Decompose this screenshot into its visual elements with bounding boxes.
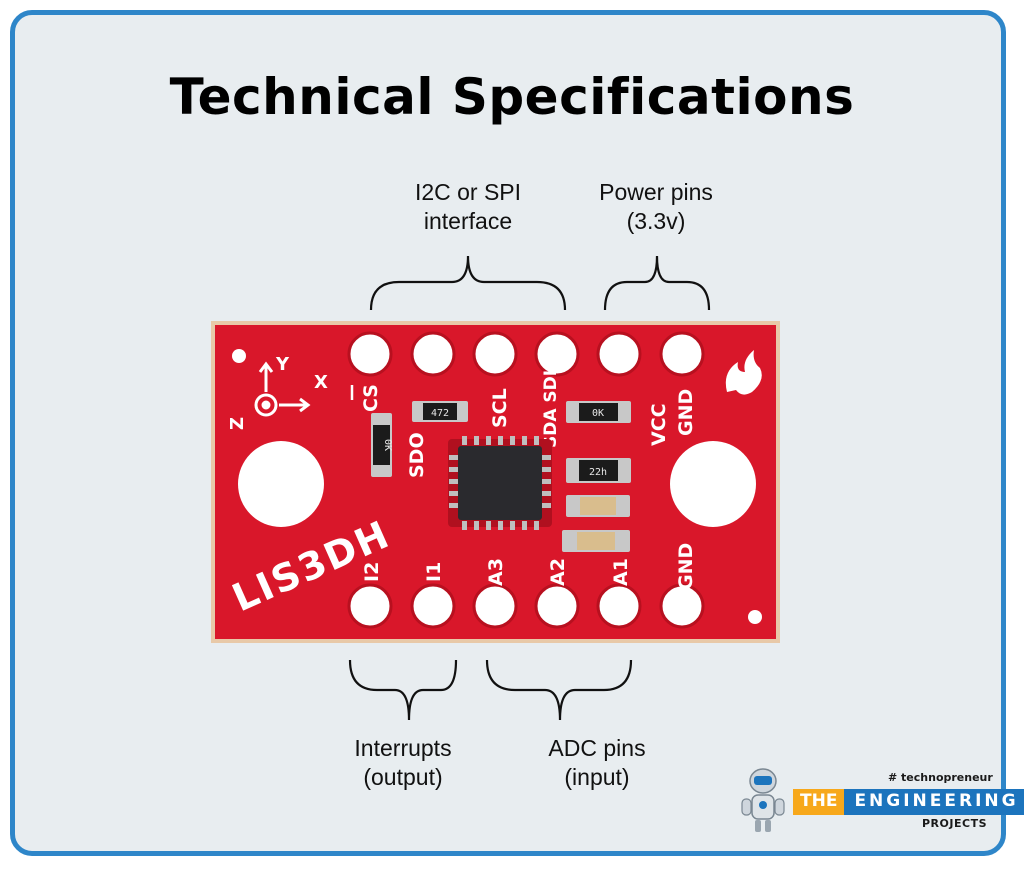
interrupts-label-line2: (output) [363, 764, 443, 790]
silk-label-a3: A3 [485, 558, 507, 586]
adc-pins-label: ADC pins (input) [497, 734, 697, 792]
adc-pins-label-line2: (input) [564, 764, 630, 790]
page-title: Technical Specifications [169, 68, 855, 126]
brand-hashtag: # technopreneur [888, 771, 993, 784]
svg-text:22h: 22h [589, 467, 607, 478]
silk-label-i2: I2 [361, 562, 383, 582]
mounting-hole-left [238, 441, 324, 527]
interrupts-label: Interrupts (output) [303, 734, 503, 792]
silk-label-sda-sdi: SDA SDI [541, 370, 561, 448]
silk-label-a1: A1 [610, 558, 632, 586]
resistor-22h: 22h [566, 458, 631, 483]
pad-a1 [596, 583, 642, 629]
interrupts-label-line1: Interrupts [354, 735, 452, 761]
resistor-0k-left: 0K [371, 413, 393, 477]
axis-z-label: Z [227, 417, 248, 430]
i2c-spi-brace [369, 255, 567, 311]
interrupts-brace [348, 659, 458, 721]
adc-brace [485, 659, 633, 721]
pad-scl [472, 331, 518, 377]
silk-label-sdo: SDO [406, 432, 428, 478]
bottom-pin-pads [347, 583, 705, 629]
i2c-spi-label-line2: interface [423, 208, 513, 234]
resistor-472: 472 [412, 401, 468, 422]
i2c-spi-label: I2C or SPI interface [368, 178, 568, 236]
pad-vcc [596, 331, 642, 377]
corner-dot-bottom-right [748, 610, 762, 624]
silk-label-gnd-top: GND [675, 389, 697, 436]
axis-y-label: Y [275, 354, 290, 375]
pad-gnd-bottom [659, 583, 705, 629]
brand-wordmark: THE ENGINEERING [793, 789, 1024, 815]
silk-label-cs: CS [360, 384, 382, 412]
power-pins-label-line1: Power pins [599, 179, 713, 205]
silk-label-gnd-bottom: GND [675, 543, 697, 590]
lis3dh-chip [448, 436, 552, 530]
svg-text:472: 472 [431, 408, 449, 419]
power-brace [603, 255, 711, 311]
capacitor-2 [562, 530, 630, 552]
axis-x-label: X [314, 372, 328, 393]
silk-label-a2: A2 [547, 558, 569, 586]
power-pins-label-line2: (3.3v) [626, 208, 686, 234]
resistor-0k-right: 0K [566, 401, 631, 423]
pad-cs [347, 331, 393, 377]
brand-the: THE [793, 789, 845, 815]
mounting-hole-right [670, 441, 756, 527]
pad-a2 [534, 583, 580, 629]
power-pins-label: Power pins (3.3v) [556, 178, 756, 236]
i2c-spi-label-line1: I2C or SPI [414, 179, 522, 205]
svg-text:0K: 0K [382, 439, 393, 451]
pad-i1 [410, 583, 456, 629]
axis-orientation-symbol [254, 361, 311, 417]
sparkfun-flame-icon [725, 350, 762, 395]
pad-sda [534, 331, 580, 377]
top-pin-pads [347, 331, 705, 377]
silk-label-scl: SCL [489, 388, 511, 428]
brand-engineering: ENGINEERING [844, 789, 1024, 815]
brand-projects: PROJECTS [922, 817, 987, 830]
pad-sdo [410, 331, 456, 377]
robot-mascot-icon [741, 768, 785, 832]
corner-dot-top-left [232, 349, 246, 363]
pad-gnd-top [659, 331, 705, 377]
svg-text:0K: 0K [592, 408, 604, 419]
silk-label-i1: I1 [423, 562, 445, 582]
pad-a3 [472, 583, 518, 629]
capacitor-1 [566, 495, 630, 517]
pad-i2 [347, 583, 393, 629]
adc-pins-label-line1: ADC pins [548, 735, 646, 761]
silk-label-vcc: VCC [648, 403, 670, 446]
